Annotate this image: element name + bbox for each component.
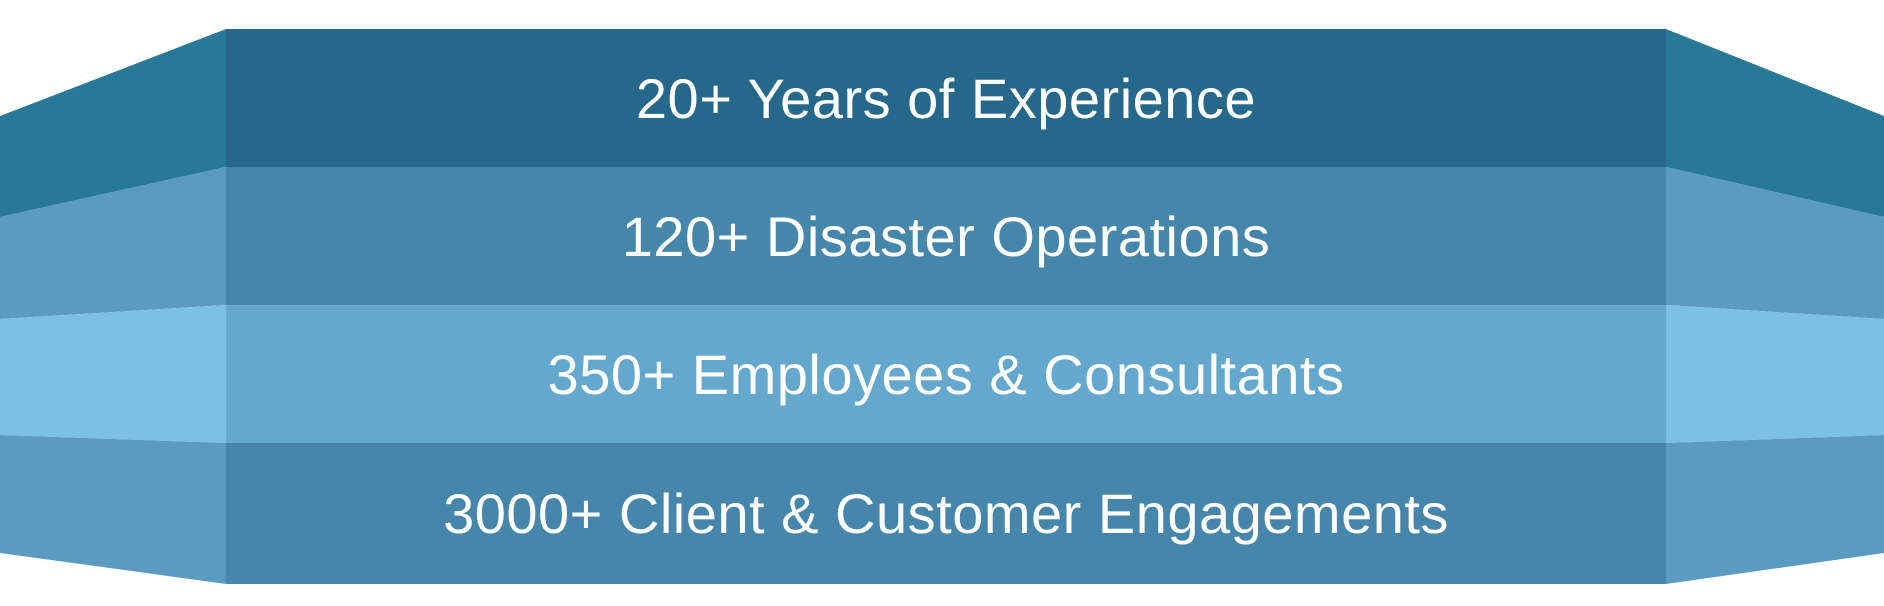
band-1-right-wing [1666,29,1884,217]
stat-client-engagements: 3000+ Client & Customer Engagements [443,482,1449,545]
band-1-center [226,29,1666,167]
stat-disaster-operations: 120+ Disaster Operations [621,204,1271,268]
band-1-left-wing [0,29,226,217]
band-3-right-wing [1666,305,1884,443]
band-4-right-wing [1666,435,1884,584]
band-4-center [226,443,1666,584]
band-3-center [226,305,1666,443]
band-3-left-wing [0,305,226,443]
stat-years-experience: 20+ Years of Experience [635,66,1257,130]
band-4-left-wing [0,435,226,584]
band-2-center [226,167,1666,305]
band-2-right-wing [1666,167,1884,319]
band-2-left-wing [0,167,226,319]
stat-employees-consultants: 350+ Employees & Consultants [547,342,1345,406]
